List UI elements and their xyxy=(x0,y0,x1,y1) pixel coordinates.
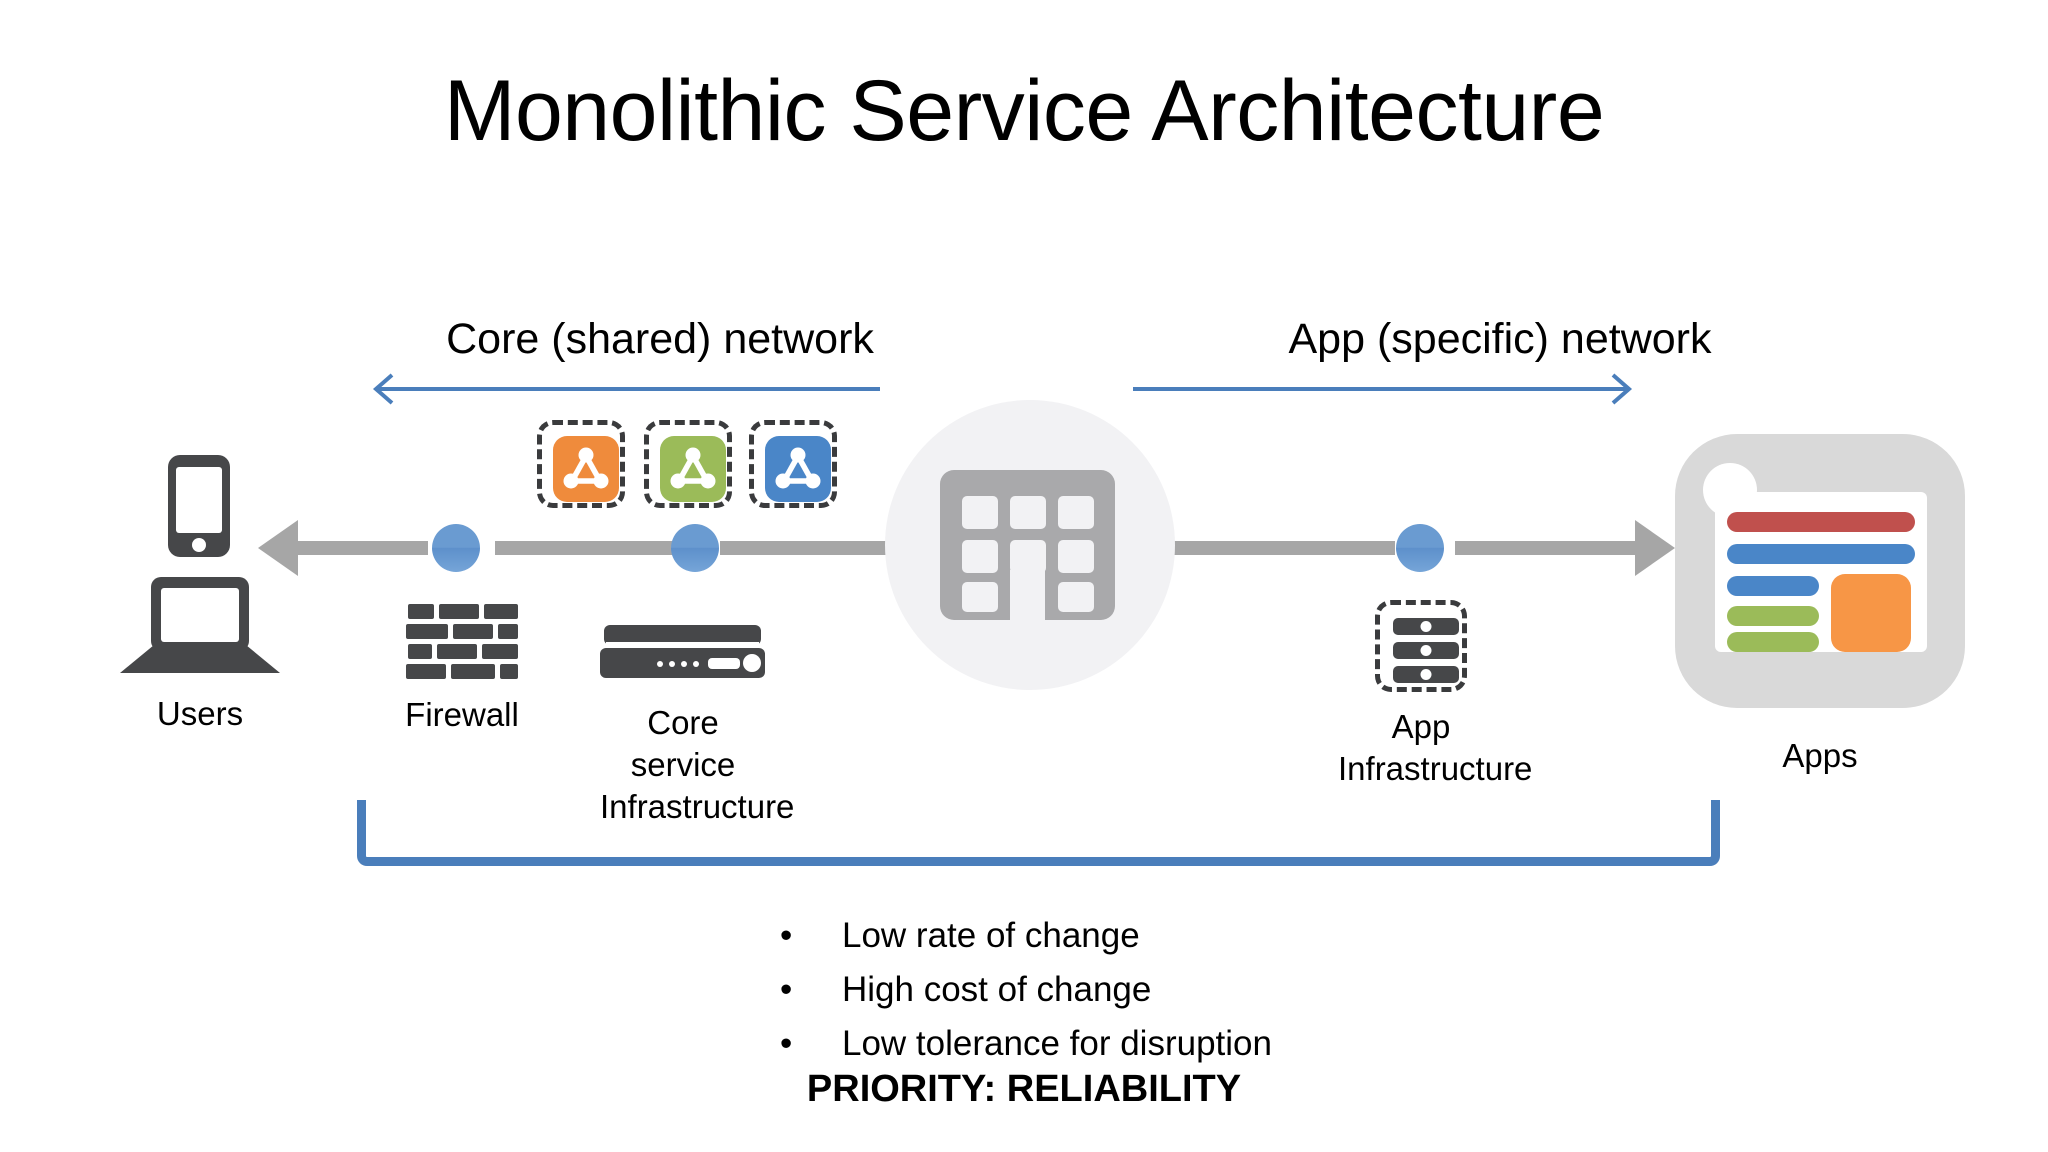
app-infrastructure-label: App Infrastructure xyxy=(1338,708,1533,788)
devices-icon xyxy=(120,455,280,673)
core-network-arrow xyxy=(372,373,880,405)
service-tile-orange xyxy=(553,436,619,502)
bullet-marker-icon: • xyxy=(780,916,793,955)
network-node-dot xyxy=(671,524,719,572)
service-nodes-icon xyxy=(670,447,716,489)
firewall-label: Firewall xyxy=(405,696,519,733)
server-appliance-icon xyxy=(600,625,765,678)
enterprise-group xyxy=(940,470,1115,620)
bullet-list: • Low rate of change • High cost of chan… xyxy=(780,918,1680,1080)
core-service-infrastructure-label: Core service Infrastructure xyxy=(600,704,795,826)
list-item-label: Low tolerance for disruption xyxy=(842,1024,1272,1063)
list-item-label: High cost of change xyxy=(842,970,1152,1009)
core-service-infrastructure-group xyxy=(600,625,765,685)
app-network-label: App (specific) network xyxy=(1288,315,1712,363)
list-item: • Low rate of change xyxy=(780,918,1680,953)
users-label: Users xyxy=(156,695,244,732)
app-window-icon xyxy=(1675,434,1965,708)
connector-segment xyxy=(298,541,428,555)
scope-bracket xyxy=(357,800,1720,866)
connector-segment xyxy=(495,541,675,555)
building-icon xyxy=(940,470,1115,620)
flow-arrow-right xyxy=(1635,520,1675,576)
bullet-marker-icon: • xyxy=(780,970,793,1009)
service-container-green xyxy=(644,420,732,508)
connector-segment xyxy=(720,541,890,555)
service-container-blue xyxy=(749,420,837,508)
app-infrastructure-container xyxy=(1375,600,1467,692)
network-node-dot xyxy=(432,524,480,572)
list-item: • High cost of change xyxy=(780,972,1680,1007)
network-node-dot xyxy=(1396,524,1444,572)
service-nodes-icon xyxy=(775,447,821,489)
bullet-marker-icon: • xyxy=(780,1024,793,1063)
service-tile-blue xyxy=(765,436,831,502)
service-container-orange xyxy=(537,420,625,508)
core-network-label: Core (shared) network xyxy=(446,315,874,363)
priority-statement: PRIORITY: RELIABILITY xyxy=(806,1068,1242,1110)
connector-segment xyxy=(1170,541,1395,555)
list-item: • Low tolerance for disruption xyxy=(780,1026,1680,1061)
connector-segment xyxy=(1455,541,1635,555)
service-nodes-icon xyxy=(563,447,609,489)
app-network-arrow xyxy=(1133,373,1633,405)
users-group xyxy=(120,455,280,675)
firewall-group xyxy=(406,604,518,684)
page-title: Monolithic Service Architecture xyxy=(443,63,1605,159)
apps-group xyxy=(1675,434,1965,708)
firewall-brick-icon xyxy=(406,604,518,679)
apps-label: Apps xyxy=(1782,737,1858,774)
flow-arrow-left xyxy=(258,520,298,576)
list-item-label: Low rate of change xyxy=(842,916,1140,955)
server-rack-icon xyxy=(1393,618,1459,683)
service-tile-green xyxy=(660,436,726,502)
